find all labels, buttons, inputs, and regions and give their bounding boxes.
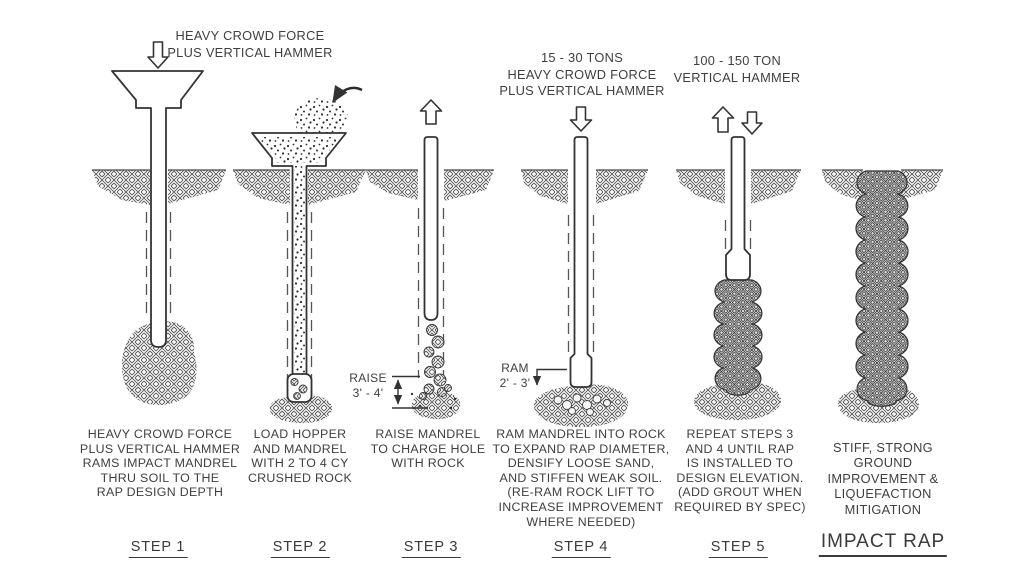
- caption-line: AND 4 UNTIL RAP: [685, 441, 795, 456]
- soil-blob: [269, 395, 333, 424]
- crowd-force-down-arrow-icon: [147, 41, 169, 69]
- impact-rap-title: IMPACT RAP: [818, 531, 948, 557]
- caption-line: MITIGATION: [844, 501, 922, 517]
- step1-title: STEP 1: [128, 539, 188, 558]
- completed-aggregate-pier: [855, 170, 909, 407]
- pouring-rock-dots: [294, 98, 348, 140]
- ram-dimension-label: RAM 2' - 3': [500, 361, 531, 391]
- label-line: RAM: [501, 361, 529, 375]
- raise-up-arrow-icon: [419, 99, 443, 125]
- caption-line: PLUS VERTICAL HAMMER: [79, 441, 241, 456]
- raised-mandrel: [423, 136, 439, 321]
- step4-caption: RAM MANDREL INTO ROCK TO EXPAND RAP DIAM…: [493, 427, 670, 529]
- caption-line: RAMS IMPACT MANDREL: [82, 456, 238, 471]
- label-line: RAISE: [349, 371, 387, 385]
- caption-line: AND MANDREL: [253, 441, 347, 456]
- caption-line: TO EXPAND RAP DIAMETER,: [492, 441, 670, 456]
- step3-caption: RAISE MANDREL TO CHARGE HOLE WITH ROCK: [371, 427, 486, 471]
- soil-bulb: [121, 321, 197, 406]
- mandrel-with-foot: [569, 136, 593, 388]
- step2-drawing: [233, 84, 366, 424]
- step1-drawing: [92, 41, 226, 406]
- ram-dimension: [532, 368, 567, 386]
- label-line: 15 - 30 TONS: [540, 50, 624, 65]
- expanded-bulb: [533, 384, 629, 428]
- caption-line: RAISE MANDREL: [375, 427, 481, 441]
- aggregate-pier-partial: [713, 279, 763, 396]
- impact-rap-drawing: [822, 169, 943, 424]
- caption-line: REQUIRED BY SPEC): [674, 499, 806, 514]
- caption-line: IMPROVEMENT &: [827, 470, 939, 486]
- caption-line: RAM MANDREL INTO ROCK: [496, 427, 666, 441]
- step4-drawing: [521, 106, 648, 428]
- step3-title: STEP 3: [401, 539, 461, 558]
- label-line: 2' - 3': [499, 376, 531, 390]
- label-line: PLUS VERTICAL HAMMER: [167, 44, 333, 60]
- caption-line: AND STIFFEN WEAK SOIL.: [499, 470, 663, 485]
- raise-dimension-label: RAISE 3' - 4': [349, 371, 387, 401]
- rammed-rock: [553, 393, 611, 416]
- hopper-and-mandrel: [111, 70, 204, 348]
- caption-line: LOAD HOPPER: [253, 427, 347, 441]
- step5-top-label: 100 - 150 TON VERTICAL HAMMER: [674, 53, 801, 86]
- ram-down-arrow-icon: [569, 106, 593, 132]
- caption-line: WITH ROCK: [391, 456, 465, 471]
- caption-line: RAP DESIGN DEPTH: [96, 485, 224, 500]
- step1-caption: HEAVY CROWD FORCE PLUS VERTICAL HAMMER R…: [80, 427, 240, 500]
- caption-line: THRU SOIL TO THE: [100, 470, 220, 485]
- caption-line: HEAVY CROWD FORCE: [87, 427, 233, 441]
- label-line: HEAVY CROWD FORCE: [507, 66, 657, 82]
- hammer-down-arrow-icon: [741, 111, 763, 135]
- rock-charge: [410, 324, 457, 410]
- hopper-rock-fill: [257, 137, 341, 163]
- caption-line: STIFF, STRONG: [833, 440, 933, 455]
- label-line: 3' - 4': [352, 386, 384, 400]
- caption-line: TO CHARGE HOLE: [370, 441, 486, 456]
- caption-line: INCREASE IMPROVEMENT: [498, 499, 664, 514]
- step4-top-label: 15 - 30 TONS HEAVY CROWD FORCE PLUS VERT…: [499, 50, 664, 100]
- caption-line: DENSIFY LOOSE SAND,: [507, 456, 655, 471]
- step5-title: STEP 5: [708, 539, 768, 558]
- caption-line: (ADD GROUT WHEN: [677, 485, 803, 500]
- caption-line: LIQUEFACTION: [834, 486, 932, 502]
- caption-line: IS INSTALLED TO: [686, 456, 794, 471]
- label-line: 100 - 150 TON: [692, 53, 782, 68]
- label-line: PLUS VERTICAL HAMMER: [499, 83, 665, 98]
- raise-dimension: [392, 375, 428, 409]
- step2-caption: LOAD HOPPER AND MANDREL WITH 2 TO 4 CY C…: [248, 427, 352, 485]
- caption-line: DESIGN ELEVATION.: [676, 470, 804, 485]
- step1-top-label: HEAVY CROWD FORCE PLUS VERTICAL HAMMER: [167, 28, 332, 61]
- caption-line: WITH 2 TO 4 CY: [251, 456, 349, 471]
- label-line: VERTICAL HAMMER: [673, 69, 801, 85]
- pour-arrow-icon: [331, 84, 363, 104]
- caption-line: WHERE NEEDED): [526, 514, 636, 529]
- impact-rap-caption: STIFF, STRONG GROUND IMPROVEMENT & LIQUE…: [827, 440, 938, 517]
- step4-title: STEP 4: [551, 539, 611, 558]
- soil-base: [694, 381, 782, 421]
- caption-line: REPEAT STEPS 3: [686, 427, 794, 441]
- caption-line: CRUSHED ROCK: [247, 470, 353, 485]
- step5-caption: REPEAT STEPS 3 AND 4 UNTIL RAP IS INSTAL…: [674, 427, 806, 515]
- step5-drawing: [676, 106, 801, 421]
- hammer-up-arrow-icon: [711, 106, 735, 133]
- mandrel-with-tamper-foot: [725, 136, 751, 281]
- step2-title: STEP 2: [270, 539, 330, 558]
- step3-drawing: [366, 99, 494, 420]
- caption-line: GROUND: [853, 455, 913, 471]
- mandrel-rock-fill: [294, 166, 305, 374]
- caption-line: (RE-RAM ROCK LIFT TO: [507, 485, 655, 500]
- label-line: HEAVY CROWD FORCE: [175, 28, 325, 43]
